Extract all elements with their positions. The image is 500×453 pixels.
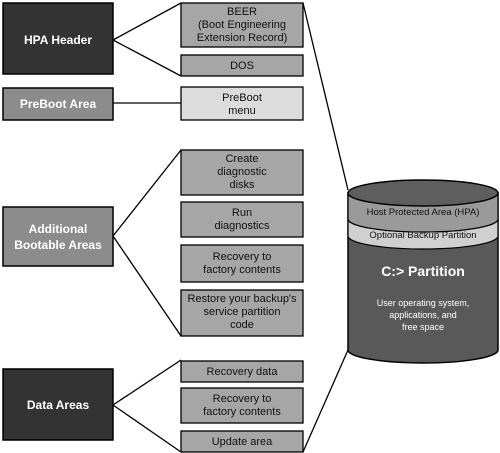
box-dos-label: DOS — [230, 60, 254, 72]
cylinder-desc-line1: User operating system, — [377, 298, 470, 308]
box-recovery-factory-2: Recovery to factory contents — [180, 387, 304, 424]
category-preboot-area-label: PreBoot Area — [20, 97, 97, 111]
box-create-line1: Create — [225, 153, 258, 165]
cylinder-backup-label: Optional Backup Partition — [369, 230, 476, 241]
category-data-areas: Data Areas — [2, 368, 114, 441]
connectors — [112, 2, 349, 453]
connector-additional-to-bottom — [112, 235, 182, 337]
connector-top-to-cylinder — [302, 2, 349, 191]
category-preboot-area: PreBoot Area — [2, 87, 114, 121]
box-restore-line1: Restore your backup's — [187, 293, 297, 305]
category-additional-label-line1: Additional — [29, 222, 88, 236]
box-restore-backup-code: Restore your backup's service partition … — [180, 289, 304, 337]
cylinder-title: C:> Partition — [381, 263, 465, 279]
box-preboot-menu-line2: menu — [228, 105, 256, 117]
box-recovery-factory-1: Recovery to factory contents — [180, 244, 304, 283]
box-update-area-label: Update area — [212, 436, 273, 448]
box-restore-line3: code — [230, 319, 254, 331]
box-dos: DOS — [180, 54, 304, 77]
category-hpa-header: HPA Header — [2, 2, 114, 75]
connector-bottom-to-cylinder — [302, 349, 349, 453]
box-run-diagnostics: Run diagnostics — [180, 201, 304, 238]
box-run-line2: diagnostics — [214, 220, 270, 232]
connector-hpa-to-dos — [112, 39, 182, 77]
box-restore-line2: service partition — [203, 306, 280, 318]
connector-hpa-to-beer — [112, 2, 182, 41]
box-preboot-menu: PreBoot menu — [180, 86, 304, 121]
box-preboot-menu-line1: PreBoot — [222, 92, 262, 104]
connector-additional-to-top — [112, 149, 182, 237]
cylinder-desc-line2: applications, and — [389, 310, 457, 320]
box-create-line2: diagnostic — [217, 166, 267, 178]
box-beer: BEER (Boot Engineering Extension Record) — [180, 2, 304, 48]
box-recovery1-line2: factory contents — [203, 264, 281, 276]
connector-data-to-top — [112, 359, 182, 406]
cylinder-hpa-label: Host Protected Area (HPA) — [367, 207, 480, 218]
box-recovery-data: Recovery data — [180, 360, 304, 383]
box-beer-line2: (Boot Engineering — [198, 19, 286, 31]
category-additional-label-line2: Bootable Areas — [14, 238, 102, 252]
box-recovery2-line1: Recovery to — [213, 393, 272, 405]
box-recovery1-line1: Recovery to — [213, 251, 272, 263]
box-update-area: Update area — [180, 430, 304, 453]
box-recovery-data-label: Recovery data — [207, 366, 279, 378]
cylinder-top — [347, 179, 499, 207]
category-data-areas-label: Data Areas — [27, 398, 90, 412]
box-recovery2-line2: factory contents — [203, 406, 281, 418]
cylinder-desc-line3: free space — [402, 322, 444, 332]
connector-data-to-bottom — [112, 404, 182, 453]
box-beer-line1: BEER — [227, 6, 257, 18]
box-beer-line3: Extension Record) — [197, 32, 288, 44]
box-run-line1: Run — [232, 207, 252, 219]
category-additional-bootable-areas: Additional Bootable Areas — [2, 206, 114, 267]
box-create-diagnostic-disks: Create diagnostic disks — [180, 149, 304, 196]
disk-cylinder: Host Protected Area (HPA) Optional Backu… — [347, 179, 499, 364]
category-hpa-header-label: HPA Header — [24, 33, 92, 47]
box-create-line3: disks — [229, 179, 255, 191]
